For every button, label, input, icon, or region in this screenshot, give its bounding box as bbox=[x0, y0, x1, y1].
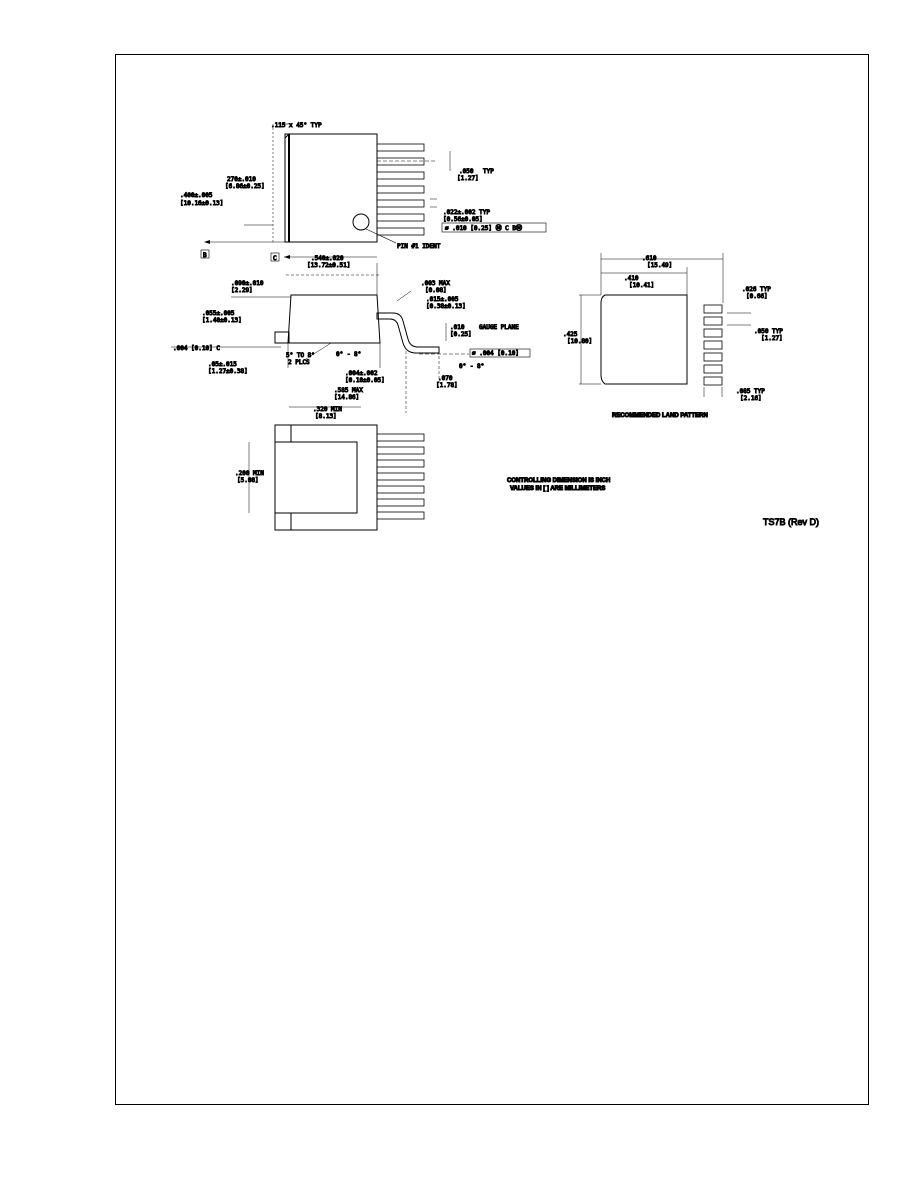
width-dim-label: 270±.010 bbox=[227, 176, 256, 183]
position-tolerance-frame: ⌀ .010 [0.25] Ⓜ C BⓂ bbox=[445, 224, 522, 232]
foot-dim-label: .05±.015 bbox=[208, 361, 237, 368]
land-pad-pitch-mm-label: [1.27] bbox=[761, 335, 783, 342]
controlling-dimension-note: CONTROLLING DIMENSION IS INCH bbox=[507, 478, 610, 484]
length-dim-label: .540±.020 bbox=[311, 255, 344, 262]
draft-note-mm-label: 2 PLCS bbox=[288, 359, 310, 366]
land-pad-width-mm-label: [2.16] bbox=[740, 395, 762, 402]
lead-height-mm-label: [0.08] bbox=[425, 287, 447, 294]
bottom-view-leads bbox=[376, 433, 425, 520]
pad-height-mm-label: [5.08] bbox=[237, 477, 259, 484]
pin1-note: PIN #1 IDENT bbox=[397, 243, 441, 250]
seating-plane-frame: ⌀ .004 [0.10] bbox=[472, 350, 519, 357]
pad-height-label: .200 MIN bbox=[235, 470, 264, 477]
gauge-plane-dim-label: .010 bbox=[450, 324, 465, 331]
land-pad-pitch-label: .050 TYP bbox=[754, 328, 783, 335]
land-inner-width-label: .410 bbox=[624, 275, 639, 282]
width-dim-mm-label: [6.86±0.25] bbox=[225, 183, 265, 190]
overall-length-mm-label: [14.86] bbox=[334, 394, 359, 401]
bottom-view-body bbox=[274, 424, 378, 531]
land-inner-width-mm-label: [10.41] bbox=[629, 282, 654, 289]
stand-dim-label: .090±.010 bbox=[231, 280, 264, 287]
drawing-id: TS7B (Rev D) bbox=[763, 517, 819, 527]
length-dim-mm-label: [13.72±0.51] bbox=[307, 262, 350, 269]
side-view-body bbox=[287, 294, 381, 344]
land-total-width-label: .610 bbox=[642, 255, 657, 262]
side-view bbox=[171, 263, 531, 413]
height-dim-mm-label: [10.16±0.13] bbox=[180, 200, 223, 207]
pad-width-mm-label: [8.13] bbox=[315, 413, 337, 420]
top-view-body bbox=[284, 133, 378, 243]
foot-length-mm-label: [1.78] bbox=[436, 382, 458, 389]
overall-length-label: .585 MAX bbox=[334, 387, 363, 394]
height-dim-label: .400±.005 bbox=[180, 192, 213, 199]
lead-width-mm-label: [0.56±0.05] bbox=[443, 216, 483, 223]
lead-thickness-label: .015±.005 bbox=[426, 296, 459, 303]
gauge-plane-dim-mm-label: [0.25] bbox=[450, 331, 472, 338]
drawing-sheet: .115 x 45° TYP 270±.010 [6.86±0.25] .400… bbox=[115, 54, 869, 1105]
draft-note-label: 5° TO 8° bbox=[286, 352, 315, 359]
datum-c-label: C bbox=[273, 255, 277, 262]
body-thickness-label: .055±.005 bbox=[202, 310, 235, 317]
pitch-note-label: TYP bbox=[483, 168, 494, 175]
foot-dim-mm-label: [1.27±0.38] bbox=[208, 368, 248, 375]
pitch-dim-mm-label: [1.27] bbox=[457, 175, 479, 182]
offset-dim-mm-label: [0.10±0.05] bbox=[345, 377, 385, 384]
bottom-view-thermal-pad bbox=[290, 425, 358, 530]
land-pattern-pads bbox=[703, 304, 723, 386]
lead-height-label: .003 MAX bbox=[421, 280, 450, 287]
lead-width-label: .022±.002 TYP bbox=[443, 209, 490, 216]
lead-thickness-mm-label: [0.38±0.13] bbox=[426, 303, 466, 310]
land-pad-length-label: .026 TYP bbox=[742, 286, 771, 293]
pin1-indicator-icon bbox=[352, 213, 370, 231]
land-pattern bbox=[579, 253, 751, 397]
pad-width-label: .320 MIN bbox=[313, 406, 342, 413]
package-outline-drawing: .115 x 45° TYP 270±.010 [6.86±0.25] .400… bbox=[171, 122, 820, 531]
body-thickness-mm-label: [1.40±0.13] bbox=[202, 317, 242, 324]
offset-dim-label: .004±.002 bbox=[345, 370, 378, 377]
angle-note-label: 0° - 8° bbox=[336, 351, 361, 358]
stand-dim-mm-label: [2.29] bbox=[231, 287, 253, 294]
top-view-leads bbox=[376, 143, 425, 236]
land-height-mm-label: [10.80] bbox=[567, 338, 592, 345]
land-height-label: .425 bbox=[563, 331, 578, 338]
foot-length-label: .070 bbox=[438, 375, 453, 382]
land-pad-width-label: .085 TYP bbox=[736, 388, 765, 395]
land-pattern-title: RECOMMENDED LAND PATTERN bbox=[612, 413, 708, 419]
gauge-plane-label: GAUGE PLANE bbox=[479, 324, 519, 331]
pitch-dim-label: .050 bbox=[459, 168, 474, 175]
top-view-chamfer bbox=[284, 133, 290, 139]
land-pattern-thermal-pad bbox=[600, 294, 688, 385]
side-view-lead bbox=[376, 312, 440, 354]
lead-angle-label: 0° - 8° bbox=[459, 363, 484, 370]
chamfer-note: .115 x 45° TYP bbox=[271, 122, 322, 129]
millimeter-values-note: VALUES IN [ ] ARE MILLIMETERS bbox=[510, 486, 605, 492]
land-pad-length-mm-label: [0.66] bbox=[746, 293, 768, 300]
top-view bbox=[200, 123, 547, 262]
side-view-tab bbox=[274, 331, 290, 344]
land-total-width-mm-label: [15.49] bbox=[647, 262, 672, 269]
coplanarity-label: .004 [0.10] C bbox=[173, 345, 220, 352]
bottom-view bbox=[248, 406, 425, 531]
datum-b-label: B bbox=[203, 252, 207, 259]
